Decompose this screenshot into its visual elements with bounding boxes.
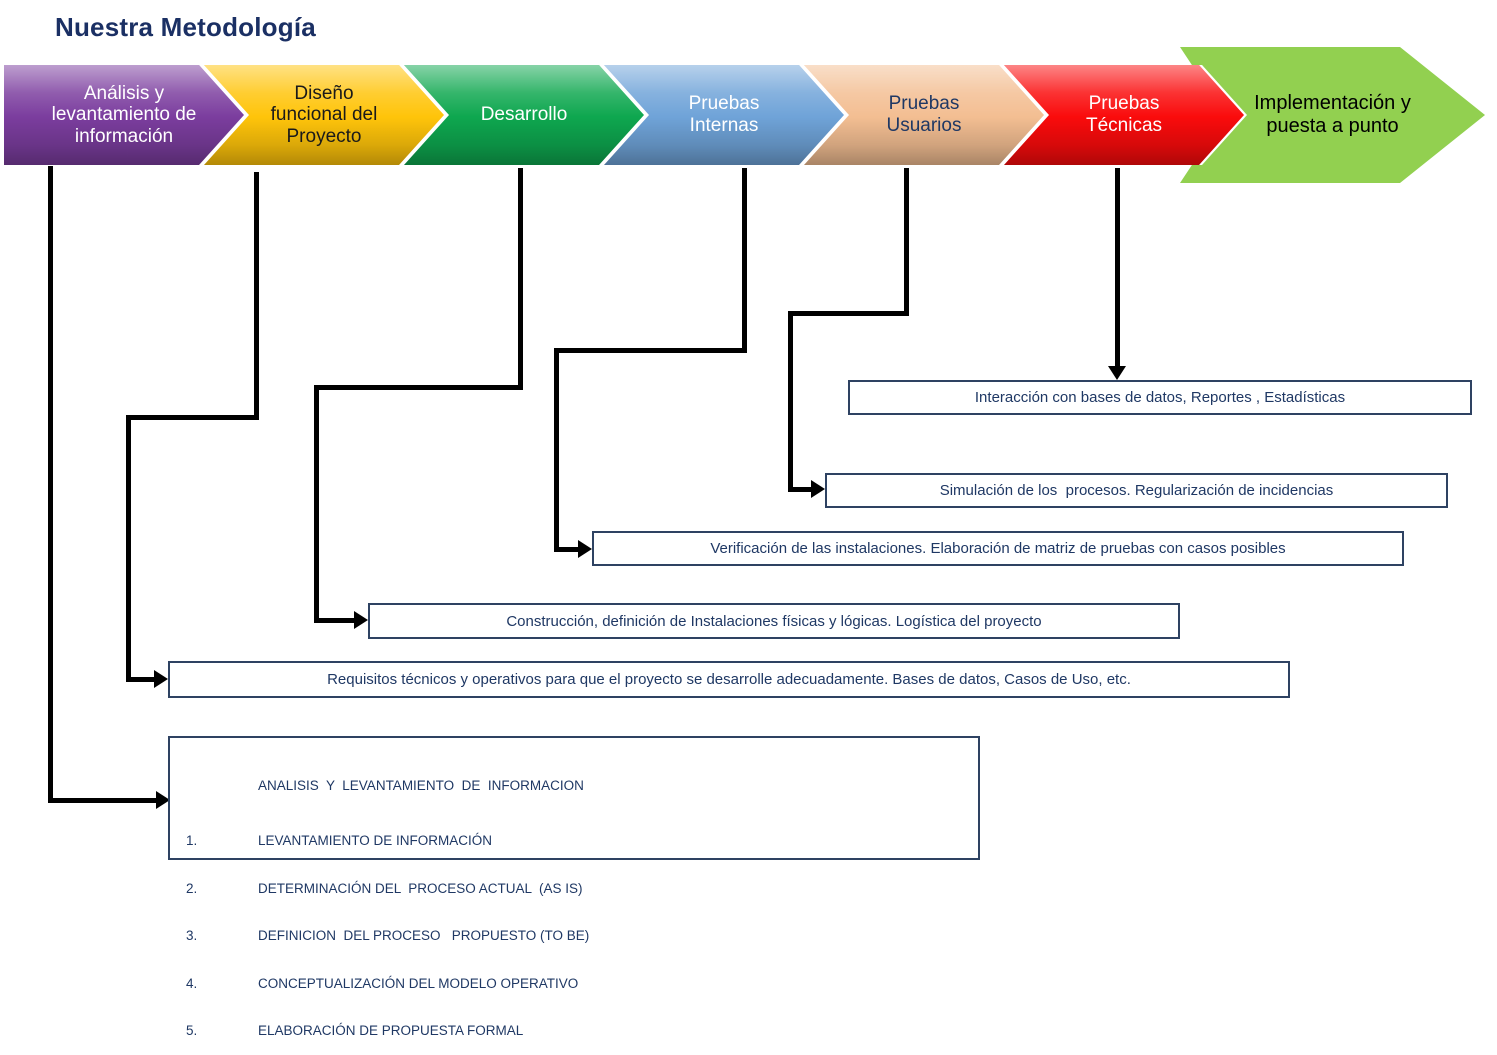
- connector-internas-horizontal-1: [554, 348, 747, 353]
- arrowhead-right-desarrollo-icon: [354, 611, 368, 629]
- step-label-pruebas-internas: Pruebas Internas: [688, 93, 760, 136]
- arrowhead-right-analisis-icon: [156, 791, 170, 809]
- analysis-item-row: 4. CONCEPTUALIZACIÓN DEL MODELO OPERATIV…: [170, 975, 978, 993]
- chevron-shape: Diseño funcional del Proyecto: [204, 65, 444, 165]
- step-label-pruebas-usuarios: Pruebas Usuarios: [886, 93, 962, 136]
- step-chevron-pruebas-tecnicas: Pruebas Técnicas: [1004, 65, 1244, 165]
- detail-box-interaccion: Interacción con bases de datos, Reportes…: [848, 380, 1472, 415]
- step-label-diseno: Diseño funcional del Proyecto: [270, 82, 378, 147]
- arrowhead-right-internas-icon: [578, 540, 592, 558]
- step-label-analisis: Análisis y levantamiento de información: [51, 82, 197, 147]
- analysis-item-number: 5.: [186, 1023, 198, 1038]
- connector-usuarios-vertical-1: [904, 168, 909, 315]
- analysis-item-row: 3. DEFINICION DEL PROCESO PROPUESTO (TO …: [170, 927, 978, 945]
- connector-diseno-horizontal-1: [126, 415, 259, 420]
- analysis-item-row: 1. LEVANTAMIENTO DE INFORMACIÓN: [170, 832, 978, 850]
- connector-diseno-vertical-2: [126, 415, 131, 682]
- analysis-item-text: DEFINICION DEL PROCESO PROPUESTO (TO BE): [258, 928, 590, 943]
- detail-text-verificacion: Verificación de las instalaciones. Elabo…: [710, 540, 1286, 557]
- connector-diseno-horizontal-2: [126, 677, 154, 682]
- analysis-item-number: 3.: [186, 928, 198, 943]
- connector-usuarios-horizontal-2: [788, 487, 811, 492]
- step-chevron-diseno: Diseño funcional del Proyecto: [204, 65, 444, 165]
- step-chevron-analisis: Análisis y levantamiento de información: [4, 65, 244, 165]
- step-chevron-desarrollo: Desarrollo: [404, 65, 644, 165]
- analysis-item-text: LEVANTAMIENTO DE INFORMACIÓN: [258, 833, 493, 848]
- detail-text-simulacion: Simulación de los procesos. Regularizaci…: [939, 482, 1334, 499]
- analysis-item-number: 1.: [186, 833, 198, 848]
- chevron-shape: Pruebas Internas: [604, 65, 844, 165]
- step-chevron-pruebas-internas: Pruebas Internas: [604, 65, 844, 165]
- analysis-item-text: DETERMINACIÓN DEL PROCESO ACTUAL (AS IS): [258, 880, 583, 896]
- analysis-item-number: 4.: [186, 975, 198, 991]
- analysis-item-row: 2. DETERMINACIÓN DEL PROCESO ACTUAL (AS …: [170, 880, 978, 898]
- arrowhead-down-tecnicas-icon: [1108, 366, 1126, 380]
- step-label-pruebas-tecnicas: Pruebas Técnicas: [1085, 93, 1163, 136]
- connector-desarrollo-vertical-1: [518, 168, 523, 390]
- detail-box-simulacion: Simulación de los procesos. Regularizaci…: [825, 473, 1448, 508]
- analysis-box-header: ANALISIS Y LEVANTAMIENTO DE INFORMACION: [258, 778, 584, 793]
- step-chevron-pruebas-usuarios: Pruebas Usuarios: [804, 65, 1044, 165]
- arrowhead-right-diseno-icon: [154, 670, 168, 688]
- detail-text-construccion: Construcción, definición de Instalacione…: [506, 612, 1042, 630]
- connector-usuarios-horizontal-1: [788, 311, 909, 316]
- chevron-shape: Desarrollo: [404, 65, 644, 165]
- detail-text-requisitos: Requisitos técnicos y operativos para qu…: [327, 671, 1131, 688]
- analysis-item-number: 2.: [186, 880, 198, 896]
- connector-diseno-vertical-1: [254, 172, 259, 420]
- detail-box-construccion: Construcción, definición de Instalacione…: [368, 603, 1180, 639]
- detail-box-verificacion: Verificación de las instalaciones. Elabo…: [592, 531, 1404, 566]
- analysis-item-row: 5. ELABORACIÓN DE PROPUESTA FORMAL: [170, 1022, 978, 1040]
- connector-usuarios-vertical-2: [788, 311, 793, 491]
- page-title: Nuestra Metodología: [55, 12, 316, 42]
- step-label-desarrollo: Desarrollo: [480, 104, 568, 126]
- arrowhead-right-usuarios-icon: [811, 480, 825, 498]
- detail-text-interaccion: Interacción con bases de datos, Reportes…: [974, 389, 1346, 406]
- connector-internas-vertical-1: [742, 168, 747, 352]
- connector-desarrollo-horizontal-2: [314, 618, 354, 623]
- connector-analisis-vertical: [48, 166, 53, 803]
- analysis-item-text: CONCEPTUALIZACIÓN DEL MODELO OPERATIVO: [258, 975, 579, 991]
- connector-tecnicas-vertical: [1115, 168, 1120, 366]
- connector-analisis-horizontal: [48, 798, 156, 803]
- analysis-box: ANALISIS Y LEVANTAMIENTO DE INFORMACION …: [168, 736, 980, 1038]
- detail-box-requisitos: Requisitos técnicos y operativos para qu…: [168, 661, 1290, 698]
- connector-desarrollo-vertical-2: [314, 385, 319, 623]
- step-label-implementacion: Implementación y puesta a punto: [1254, 92, 1411, 137]
- connector-internas-horizontal-2: [554, 547, 578, 552]
- connector-internas-vertical-2: [554, 348, 559, 552]
- chevron-shape: Análisis y levantamiento de información: [4, 65, 244, 165]
- connector-desarrollo-horizontal-1: [314, 385, 523, 390]
- analysis-item-text: ELABORACIÓN DE PROPUESTA FORMAL: [258, 1023, 524, 1038]
